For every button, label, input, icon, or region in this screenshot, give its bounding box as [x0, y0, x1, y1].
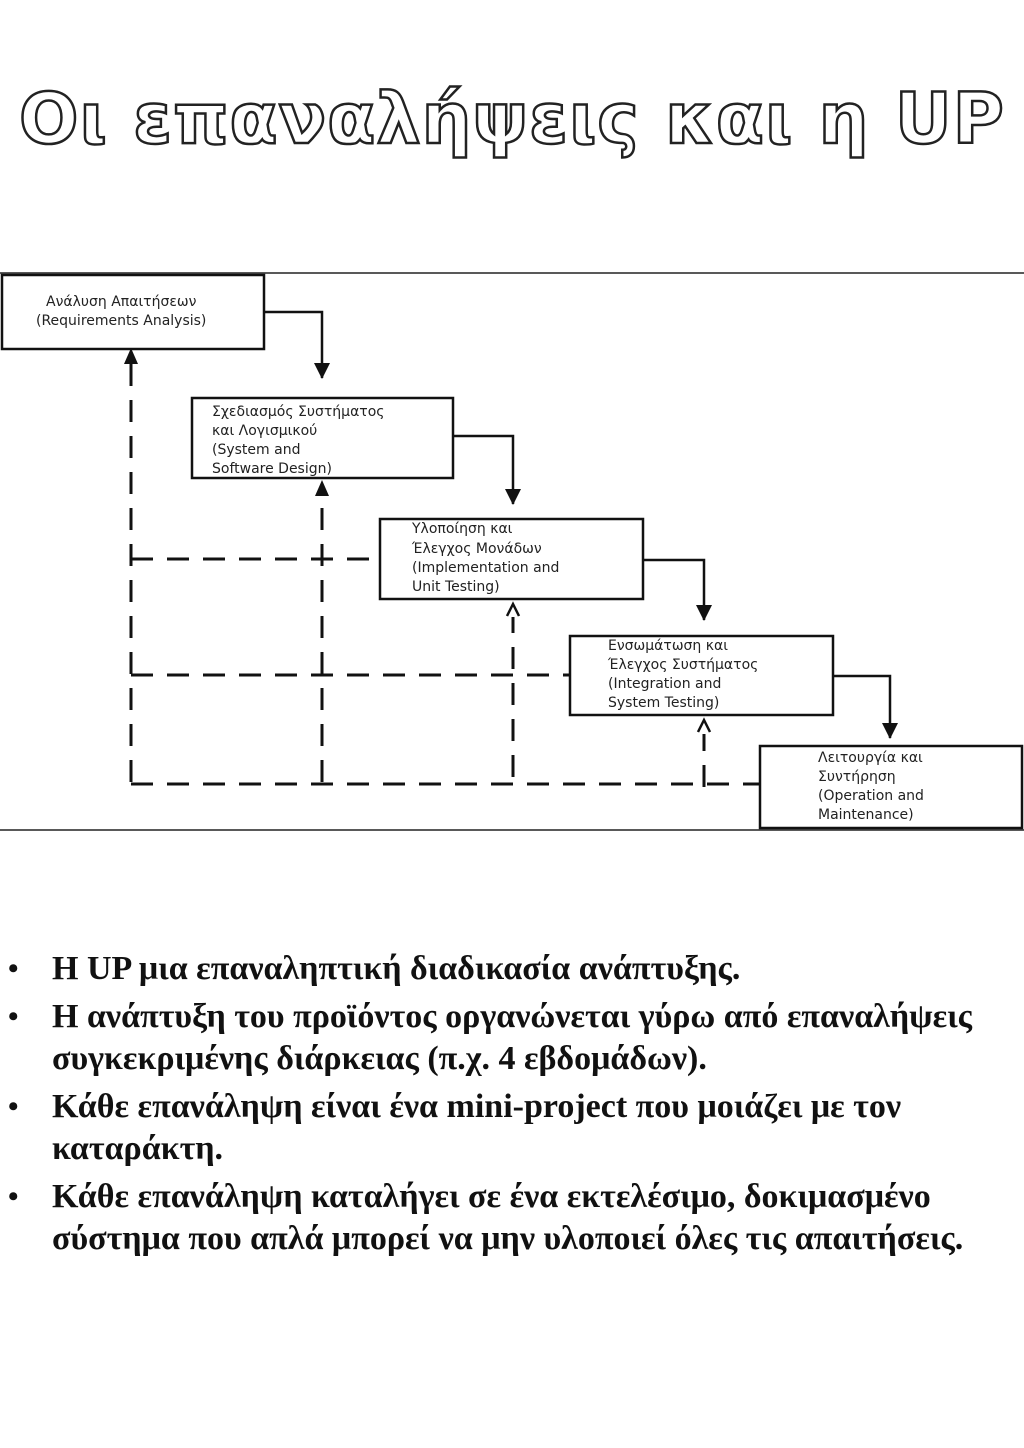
- bullet-item: • Η UP μια επαναληπτική διαδικασία ανάπτυ…: [0, 948, 1024, 990]
- bullet-item: • Κάθε επανάληψη καταλήγει σε ένα εκτελέσ…: [0, 1176, 1024, 1260]
- svg-text:Σχεδιασμός Συστήματος: Σχεδιασμός Συστήματος: [212, 404, 385, 420]
- svg-text:(System and: (System and: [212, 442, 300, 458]
- svg-text:(Operation and: (Operation and: [818, 788, 924, 804]
- svg-text:Maintenance): Maintenance): [818, 807, 914, 823]
- bullet-text: Η ανάπτυξη του προϊόντος οργανώνεται γύρ…: [52, 998, 972, 1077]
- svg-text:Συντήρηση: Συντήρηση: [818, 769, 896, 785]
- bullet-marker: •: [8, 1000, 19, 1033]
- bullet-text: Κάθε επανάληψη είναι ένα mini-project πο…: [52, 1088, 902, 1167]
- box-operation: Λειτουργία και Συντήρηση (Operation and …: [758, 744, 1024, 830]
- svg-text:Έλεγχος Μονάδων: Έλεγχος Μονάδων: [411, 541, 542, 557]
- svg-text:Υλοποίηση και: Υλοποίηση και: [411, 521, 513, 537]
- bullet-list: • Η UP μια επαναληπτική διαδικασία ανάπτυ…: [0, 948, 1024, 1266]
- box-requirements-line2: (Requirements Analysis): [36, 313, 206, 329]
- svg-text:System Testing): System Testing): [608, 695, 719, 711]
- box-requirements: Ανάλυση Απαιτήσεων (Requirements Analysi…: [0, 273, 266, 351]
- feedback-arrowheads: [124, 348, 712, 733]
- svg-text:και Λογισμικού: και Λογισμικού: [212, 423, 317, 439]
- bullet-text: Κάθε επανάληψη καταλήγει σε ένα εκτελέσι…: [52, 1178, 964, 1257]
- svg-text:Ενσωμάτωση και: Ενσωμάτωση και: [608, 638, 728, 654]
- slide-title: Οι επαναλήψεις και η UP: [18, 77, 1005, 162]
- bullet-text: Η UP μια επαναληπτική διαδικασία ανάπτυξ…: [52, 950, 741, 987]
- box-integration: Ενσωμάτωση και Έλεγχος Συστήματος (Integ…: [568, 634, 835, 717]
- box-design: Σχεδιασμός Συστήματος και Λογισμικού (Sy…: [190, 396, 455, 480]
- svg-text:(Integration and: (Integration and: [608, 676, 721, 692]
- bullet-marker: •: [8, 1180, 19, 1213]
- box-requirements-line1: Ανάλυση Απαιτήσεων: [46, 294, 197, 310]
- svg-text:Software Design): Software Design): [212, 461, 332, 477]
- bullet-item: • Η ανάπτυξη του προϊόντος οργανώνεται γύ…: [0, 996, 1024, 1080]
- forward-arrows: [264, 310, 898, 739]
- waterfall-diagram: Ανάλυση Απαιτήσεων (Requirements Analysi…: [0, 272, 1024, 834]
- svg-text:Έλεγχος Συστήματος: Έλεγχος Συστήματος: [607, 657, 758, 673]
- bullet-item: • Κάθε επανάληψη είναι ένα mini-project π…: [0, 1086, 1024, 1170]
- svg-text:(Implementation and: (Implementation and: [412, 560, 559, 576]
- feedback-lines: [129, 364, 760, 787]
- box-implementation: Υλοποίηση και Έλεγχος Μονάδων (Implement…: [378, 517, 645, 601]
- bullet-marker: •: [8, 952, 19, 985]
- bullet-marker: •: [8, 1090, 19, 1123]
- svg-text:Λειτουργία και: Λειτουργία και: [818, 750, 923, 766]
- svg-text:Unit Testing): Unit Testing): [412, 579, 500, 595]
